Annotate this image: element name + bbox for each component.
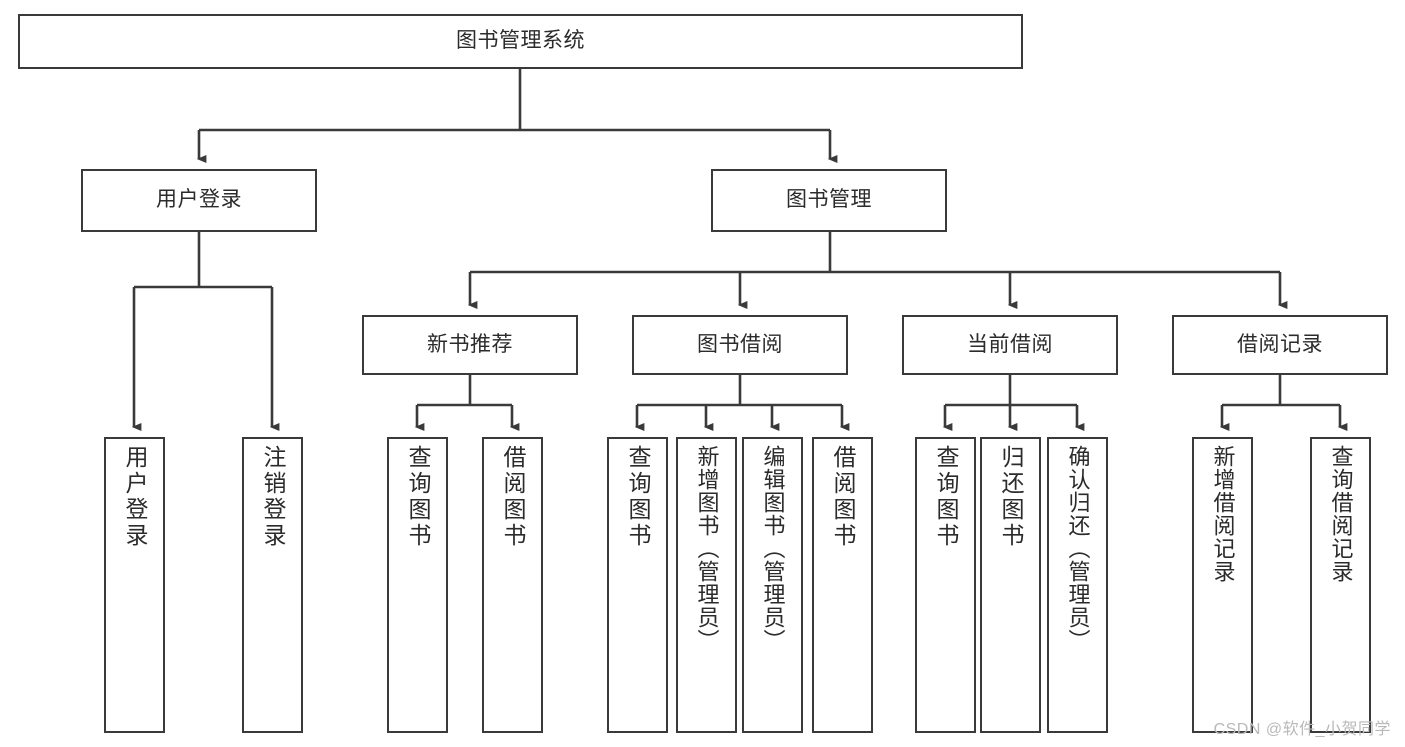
leaf-recommend-query-book[interactable]: 查询图书 [387, 437, 448, 733]
node-label: 归还图书 [998, 445, 1024, 549]
node-label: 确认归还（管理员） [1065, 445, 1091, 652]
node-label: 当前借阅 [967, 332, 1053, 356]
node-label: 新书推荐 [427, 332, 513, 356]
node-label: 借阅图书 [500, 445, 526, 549]
leaf-borrow-edit-book-admin[interactable]: 编辑图书（管理员） [742, 437, 803, 733]
node-label: 查询借阅记录 [1328, 445, 1354, 583]
node-label: 图书管理系统 [456, 29, 585, 53]
leaf-current-confirm-return-admin[interactable]: 确认归还（管理员） [1047, 437, 1108, 733]
leaf-record-query-record[interactable]: 查询借阅记录 [1310, 437, 1371, 733]
node-label: 借阅记录 [1237, 332, 1323, 356]
node-label: 用户登录 [156, 188, 242, 212]
node-label: 查询图书 [405, 445, 431, 549]
node-borrow-record[interactable]: 借阅记录 [1172, 315, 1388, 375]
leaf-user-login-login[interactable]: 用户登录 [104, 437, 165, 733]
leaf-user-login-logout[interactable]: 注销登录 [242, 437, 303, 733]
leaf-recommend-borrow-book[interactable]: 借阅图书 [482, 437, 543, 733]
node-current-borrow[interactable]: 当前借阅 [902, 315, 1118, 375]
node-label: 图书借阅 [697, 332, 783, 356]
node-label: 注销登录 [260, 445, 286, 549]
node-label: 新增借阅记录 [1210, 445, 1236, 583]
node-label: 编辑图书（管理员） [760, 445, 786, 652]
node-label: 查询图书 [933, 445, 959, 549]
leaf-current-query-book[interactable]: 查询图书 [915, 437, 976, 733]
node-new-book-recommend[interactable]: 新书推荐 [362, 315, 578, 375]
node-label: 用户登录 [122, 445, 148, 549]
node-user-login[interactable]: 用户登录 [81, 169, 317, 232]
leaf-borrow-borrow-book[interactable]: 借阅图书 [812, 437, 873, 733]
node-label: 借阅图书 [830, 445, 856, 549]
node-book-management[interactable]: 图书管理 [711, 169, 947, 232]
watermark: CSDN @软件_小贺同学 [1213, 721, 1391, 738]
node-book-borrow[interactable]: 图书借阅 [632, 315, 848, 375]
node-root-system[interactable]: 图书管理系统 [18, 14, 1023, 69]
leaf-record-add-record[interactable]: 新增借阅记录 [1192, 437, 1253, 733]
node-label: 新增图书（管理员） [694, 445, 720, 652]
node-label: 查询图书 [625, 445, 651, 549]
leaf-borrow-query-book[interactable]: 查询图书 [607, 437, 668, 733]
node-label: 图书管理 [786, 188, 872, 212]
leaf-borrow-add-book-admin[interactable]: 新增图书（管理员） [676, 437, 737, 733]
leaf-current-return-book[interactable]: 归还图书 [980, 437, 1041, 733]
